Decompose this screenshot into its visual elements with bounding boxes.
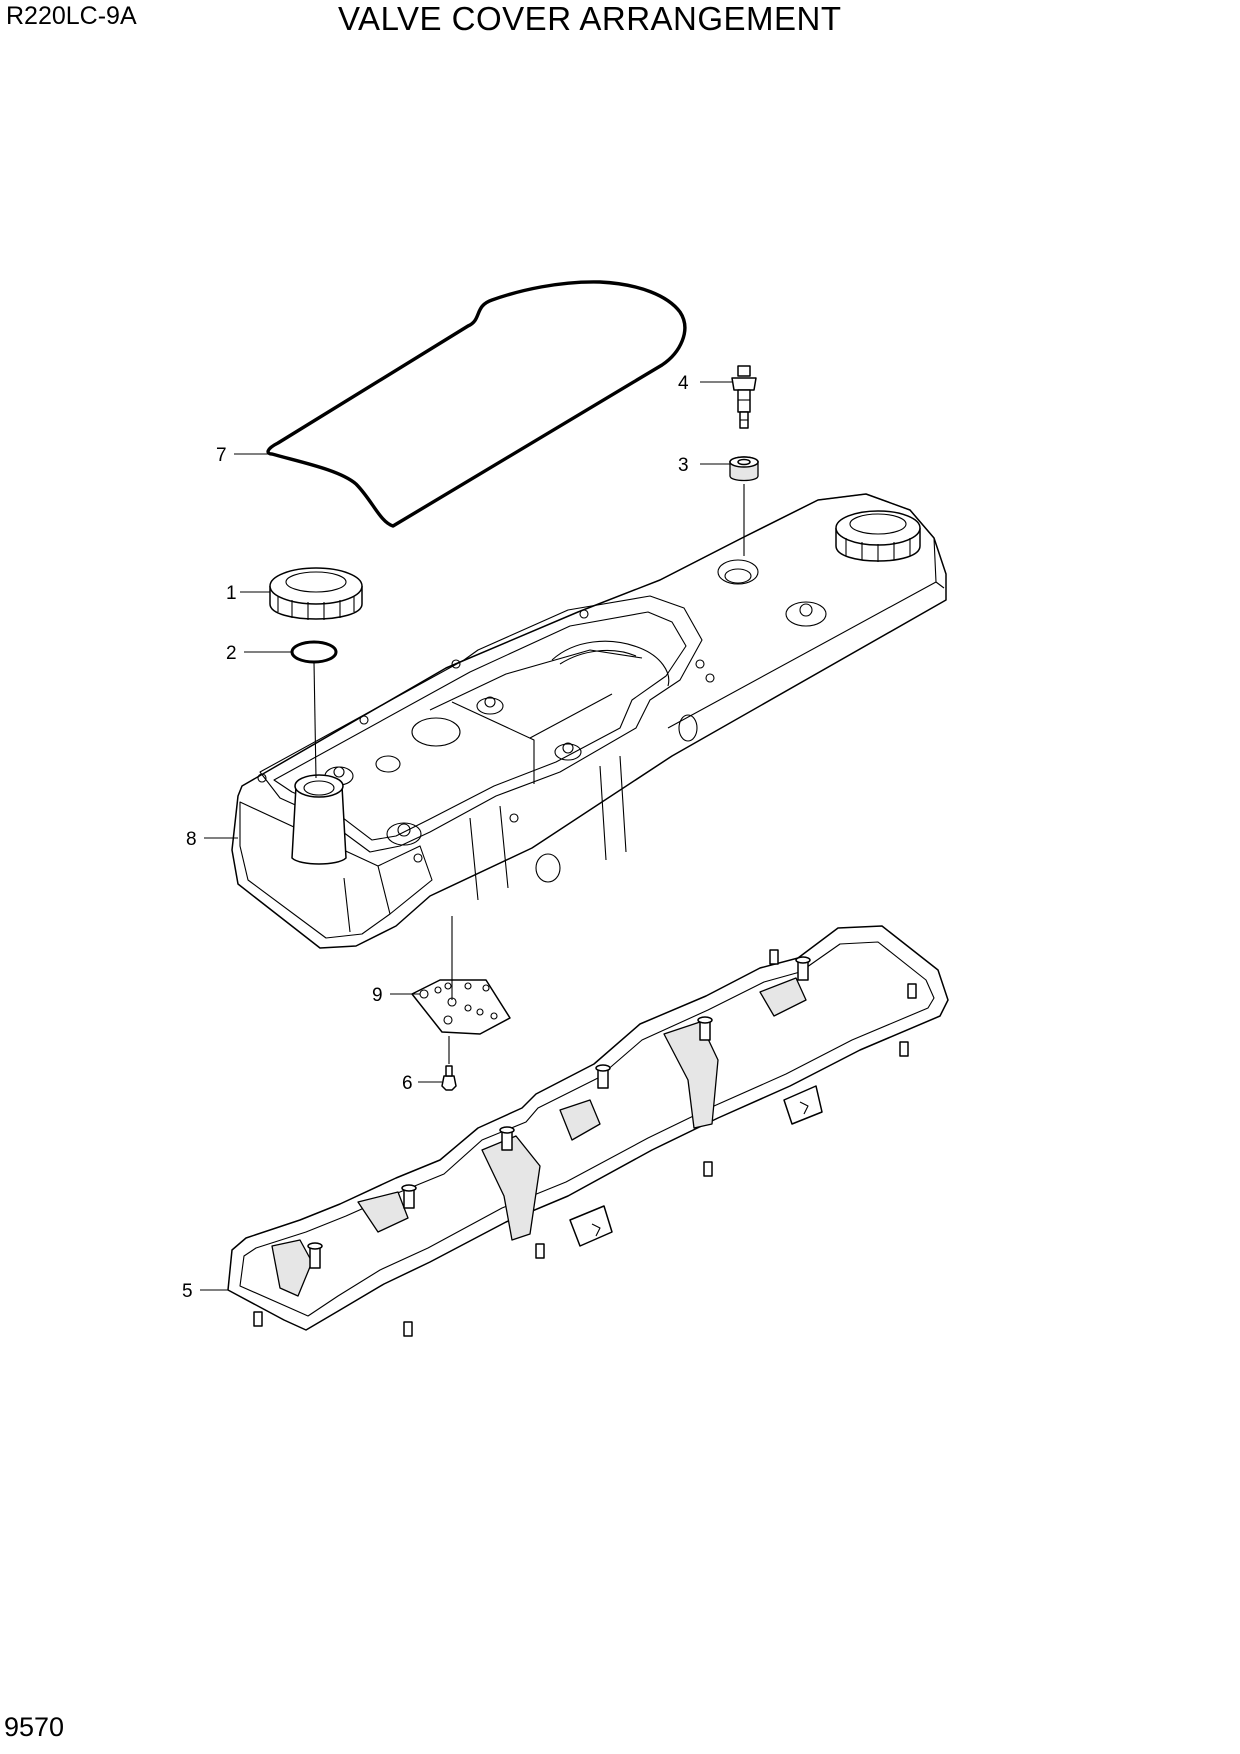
page-title: VALVE COVER ARRANGEMENT [338, 0, 842, 37]
callout-label: 8 [186, 829, 197, 850]
carrier-post [795, 956, 811, 981]
callout-label: 4 [678, 373, 689, 394]
grommet-part[interactable] [729, 456, 759, 482]
carrier-post [499, 1126, 515, 1151]
callout-label: 9 [372, 985, 383, 1006]
callout-8[interactable]: 8 [186, 829, 238, 850]
callout-7[interactable]: 7 [216, 445, 272, 466]
bolt-part[interactable] [731, 365, 757, 429]
carrier-post [697, 1016, 713, 1041]
carrier-post [595, 1064, 611, 1089]
valve-cover-part[interactable] [231, 493, 947, 949]
page-number: 9570 [4, 1712, 65, 1742]
carrier-post [307, 1242, 323, 1269]
gasket-carrier-part[interactable] [227, 925, 949, 1337]
cover-boss [554, 742, 582, 761]
cover-boss [476, 696, 504, 715]
gasket-part[interactable] [266, 280, 687, 528]
plate-part[interactable] [411, 979, 511, 1035]
callout-3[interactable]: 3 [678, 455, 730, 476]
callout-label: 3 [678, 455, 689, 476]
cover-boss [386, 822, 422, 846]
callout-5[interactable]: 5 [182, 1281, 228, 1302]
callout-label: 2 [226, 643, 237, 664]
screw-part[interactable] [441, 1065, 457, 1091]
callout-4[interactable]: 4 [678, 373, 732, 394]
callout-label: 5 [182, 1281, 193, 1302]
callout-label: 6 [402, 1073, 413, 1094]
callout-1[interactable]: 1 [226, 583, 270, 604]
callout-6[interactable]: 6 [402, 1073, 442, 1094]
callout-label: 7 [216, 445, 227, 466]
callout-9[interactable]: 9 [372, 985, 420, 1006]
assembly-lines [313, 484, 745, 1064]
callout-2[interactable]: 2 [226, 643, 292, 664]
callout-label: 1 [226, 583, 237, 604]
o-ring-part[interactable] [290, 640, 338, 664]
oil-filler-cap-part[interactable] [269, 567, 363, 620]
cover-boss [785, 601, 827, 627]
model-number: R220LC-9A [6, 2, 137, 30]
rear-cap [835, 510, 921, 562]
carrier-post [401, 1184, 417, 1209]
